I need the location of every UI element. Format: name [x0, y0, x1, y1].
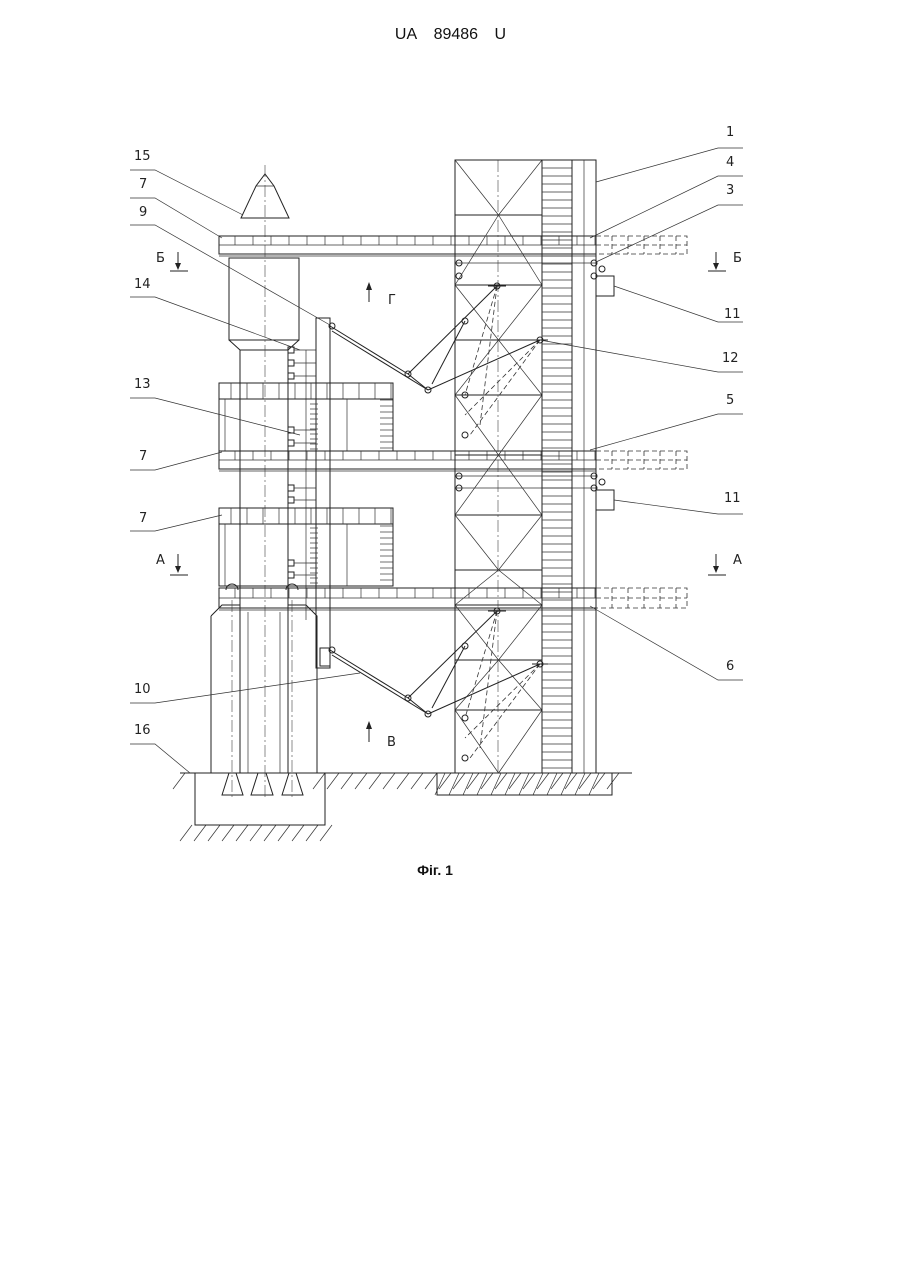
label-16: 16: [134, 723, 151, 738]
label-15: 15: [134, 149, 151, 164]
label-3: 3: [726, 183, 734, 198]
swing-arms: [329, 283, 548, 761]
label-11-lower: 11: [724, 491, 741, 506]
service-column: [306, 318, 393, 668]
view-v: В: [387, 735, 396, 750]
lattice-tower: [455, 160, 614, 773]
leader-lines: [130, 148, 743, 773]
label-14: 14: [134, 277, 151, 292]
label-7-middle: 7: [139, 449, 147, 464]
ground: [173, 773, 632, 841]
section-b-right: Б: [733, 251, 742, 266]
rocket: [211, 165, 317, 800]
platforms: [219, 236, 687, 610]
launch-pad-foundation: [195, 773, 325, 825]
label-7-lower: 7: [139, 511, 147, 526]
ladder-shaft: [542, 160, 572, 773]
label-12: 12: [722, 351, 739, 366]
section-a-left: А: [156, 553, 165, 568]
view-g: Г: [388, 293, 396, 308]
label-7-top: 7: [139, 177, 147, 192]
label-10: 10: [134, 682, 151, 697]
label-5: 5: [726, 393, 734, 408]
drive-unit-lower: [596, 490, 614, 510]
section-b-left: Б: [156, 251, 165, 266]
drive-unit-upper: [596, 276, 614, 296]
label-1: 1: [726, 125, 734, 140]
section-a-right: А: [733, 553, 742, 568]
label-9: 9: [139, 205, 147, 220]
label-11-upper: 11: [724, 307, 741, 322]
figure-caption: Фіг. 1: [0, 862, 870, 878]
label-4: 4: [726, 155, 734, 170]
label-13: 13: [134, 377, 151, 392]
tower-foundation: [437, 773, 612, 795]
label-6: 6: [726, 659, 734, 674]
